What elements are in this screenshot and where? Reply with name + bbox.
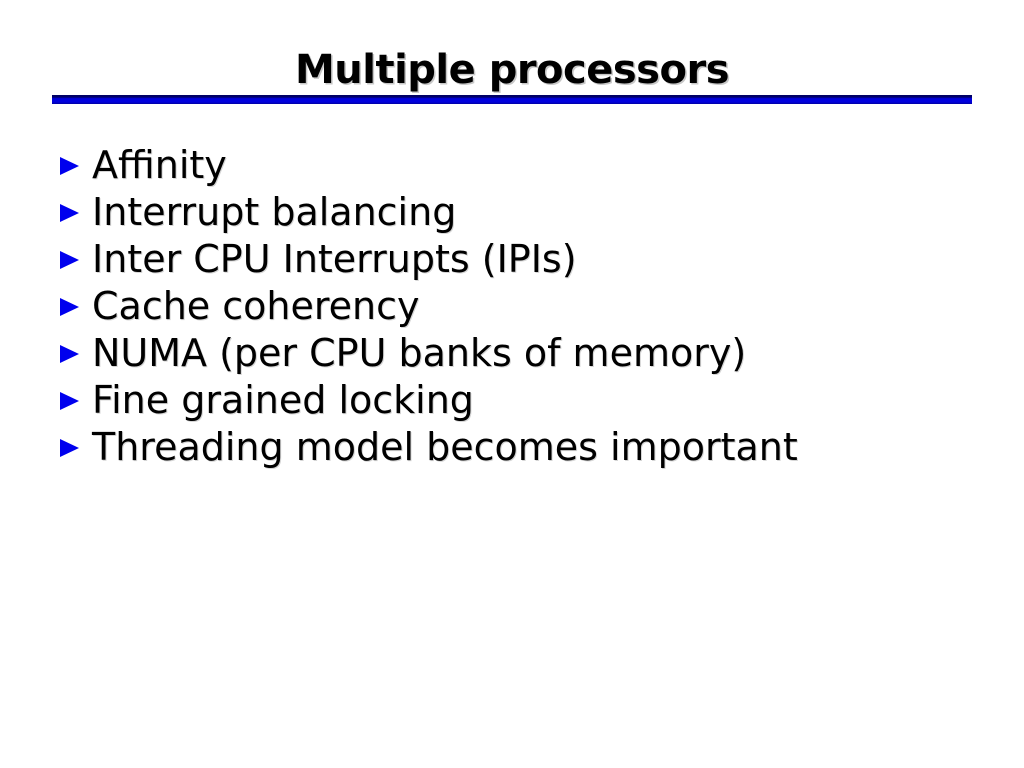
bullet-text: Threading model becomes important [92,424,798,469]
bullet-triangle-icon [60,439,79,457]
bullet-triangle-icon [60,251,79,269]
bullet-text: Inter CPU Interrupts (IPIs) [92,236,577,281]
bullet-triangle-icon [60,392,79,410]
bullet-text: Interrupt balancing [92,189,457,234]
list-item: NUMA (per CPU banks of memory) [60,329,798,376]
bullet-text: NUMA (per CPU banks of memory) [92,330,747,375]
bullet-text: Affinity [92,142,227,187]
bullet-triangle-icon [60,204,79,222]
bullet-text: Cache coherency [92,283,420,328]
list-item: Cache coherency [60,282,798,329]
bullet-text: Fine grained locking [92,377,474,422]
bullet-triangle-icon [60,298,79,316]
list-item: Inter CPU Interrupts (IPIs) [60,235,798,282]
list-item: Fine grained locking [60,376,798,423]
bullet-triangle-icon [60,345,79,363]
slide-title: Multiple processors [294,47,730,93]
title-underline-rule [52,95,972,104]
list-item: Affinity [60,141,798,188]
bullet-triangle-icon [60,157,79,175]
list-item: Interrupt balancing [60,188,798,235]
list-item: Threading model becomes important [60,423,798,470]
